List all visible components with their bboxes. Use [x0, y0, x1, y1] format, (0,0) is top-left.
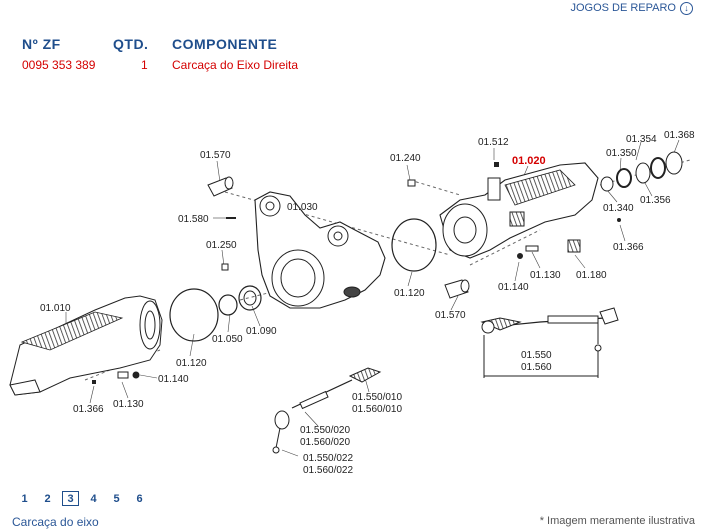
label-01340: 01.340 — [603, 203, 634, 214]
label-01580: 01.580 — [178, 214, 209, 225]
header-qtd: QTD. — [113, 36, 149, 52]
part-quantity: 1 — [141, 58, 148, 72]
label-01120-left: 01.120 — [176, 358, 207, 369]
page-1[interactable]: 1 — [21, 492, 28, 505]
label-01570-top: 01.570 — [200, 150, 231, 161]
page-6[interactable]: 6 — [136, 492, 143, 505]
label-01130-right: 01.130 — [530, 270, 561, 281]
label-01020[interactable]: 01.020 — [512, 155, 546, 167]
label-01030: 01.030 — [287, 202, 318, 213]
section-title: Carcaça do eixo — [12, 515, 99, 529]
header-nzf: Nº ZF — [22, 36, 61, 52]
label-01140-left: 01.140 — [158, 374, 189, 385]
label-01550-020: 01.550/020 — [300, 425, 350, 436]
label-01240: 01.240 — [390, 153, 421, 164]
label-01560: 01.560 — [521, 362, 552, 373]
label-01350: 01.350 — [606, 148, 637, 159]
label-01130-left: 01.130 — [113, 399, 144, 410]
label-01140-right: 01.140 — [498, 282, 529, 293]
label-01120-right: 01.120 — [394, 288, 425, 299]
label-01356: 01.356 — [640, 195, 671, 206]
label-01570-lower: 01.570 — [435, 310, 466, 321]
label-01550-010: 01.550/010 — [352, 392, 402, 403]
label-01560-010: 01.560/010 — [352, 404, 402, 415]
pagination: 1 2 3 4 5 6 — [16, 491, 148, 506]
label-01560-020: 01.560/020 — [300, 437, 350, 448]
repair-kits-link[interactable]: JOGOS DE REPARO ↓ — [570, 0, 693, 16]
label-01180: 01.180 — [576, 270, 607, 281]
page-2[interactable]: 2 — [44, 492, 51, 505]
page-3-active[interactable]: 3 — [62, 491, 79, 506]
label-01366-left: 01.366 — [73, 404, 104, 415]
part-number: 0095 353 389 — [22, 58, 96, 72]
repair-kits-label: JOGOS DE REPARO — [570, 2, 676, 14]
label-01368: 01.368 — [664, 130, 695, 141]
label-01550: 01.550 — [521, 350, 552, 361]
label-01354: 01.354 — [626, 134, 657, 145]
page-4[interactable]: 4 — [90, 492, 97, 505]
illustrative-note: * Imagem meramente ilustrativa — [539, 515, 695, 527]
page-5[interactable]: 5 — [113, 492, 120, 505]
label-01010: 01.010 — [40, 303, 71, 314]
part-description: Carcaça do Eixo Direita — [172, 58, 299, 72]
label-01512: 01.512 — [478, 137, 509, 148]
label-01250: 01.250 — [206, 240, 237, 251]
circle-down-arrow-icon: ↓ — [680, 1, 693, 15]
label-01366-right: 01.366 — [613, 242, 644, 253]
header-componente: COMPONENTE — [172, 36, 278, 52]
label-01550-022: 01.550/022 — [303, 453, 353, 464]
label-01050: 01.050 — [212, 334, 243, 345]
label-01560-022: 01.560/022 — [303, 465, 353, 476]
label-01090: 01.090 — [246, 326, 277, 337]
exploded-parts-diagram: 01.570 01.580 01.030 01.250 01.240 01.51… — [9, 130, 695, 476]
